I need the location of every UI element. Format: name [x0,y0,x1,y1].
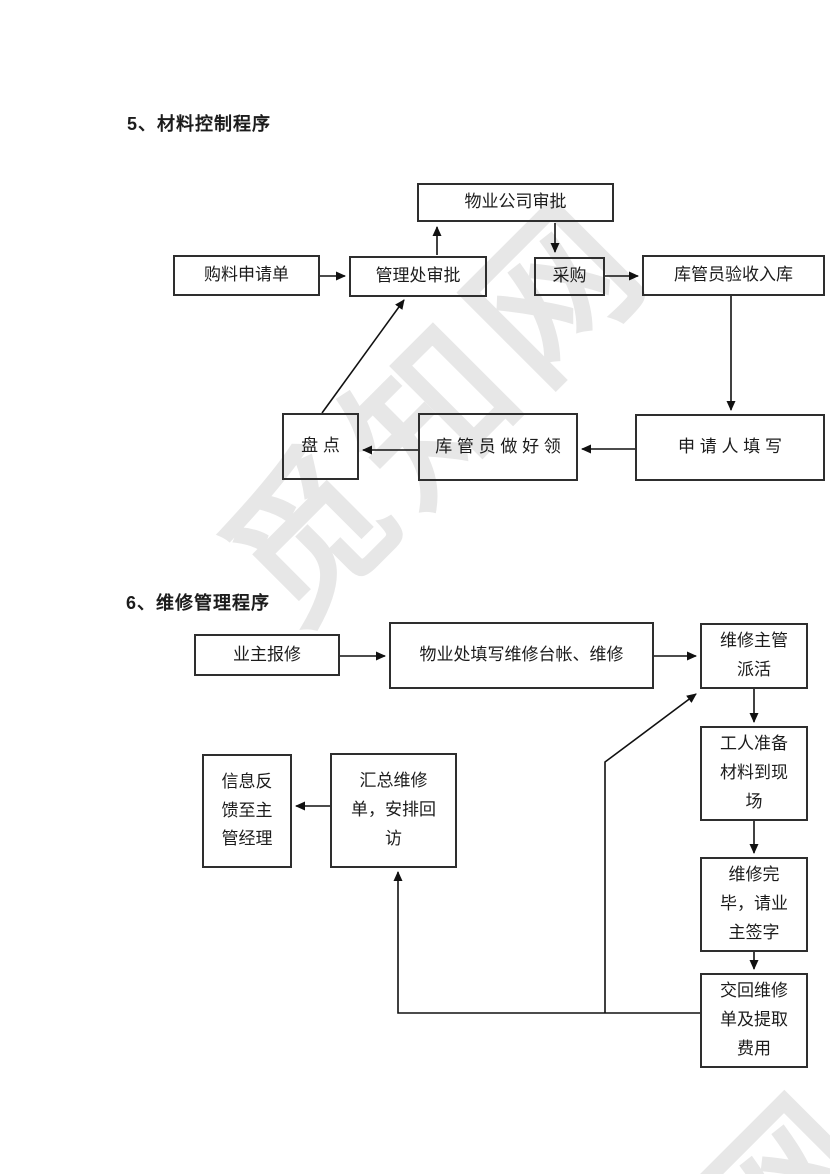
node-feedback-to-manager: 信息反 馈至主 管经理 [202,754,292,868]
node-repair-done-owner-sign: 维修完 毕，请业 主签字 [700,857,808,952]
node-storekeeper-prepare-issue: 库 管 员 做 好 领 [418,413,578,481]
node-property-company-approval: 物业公司审批 [417,183,614,222]
node-summarize-orders-followup: 汇总维修 单，安排回 访 [330,753,457,868]
node-office-fill-repair-ledger: 物业处填写维修台帐、维修 [389,622,654,689]
node-management-office-approval: 管理处审批 [349,256,487,297]
node-stocktaking: 盘 点 [282,413,359,480]
node-worker-prepare-materials: 工人准备 材料到现 场 [700,726,808,821]
section-title-material-control: 5、材料控制程序 [127,114,272,134]
node-storekeeper-inspect-warehouse: 库管员验收入库 [642,255,825,296]
node-repair-supervisor-assign: 维修主管 派活 [700,623,808,689]
section-title-repair-management: 6、维修管理程序 [126,593,271,613]
node-owner-repair-report: 业主报修 [194,634,340,676]
node-purchase-request-form: 购料申请单 [173,255,320,296]
node-applicant-fill-in: 申 请 人 填 写 [635,414,825,481]
node-procurement: 采购 [534,257,605,296]
node-return-order-collect-fee: 交回维修 单及提取 费用 [700,973,808,1068]
